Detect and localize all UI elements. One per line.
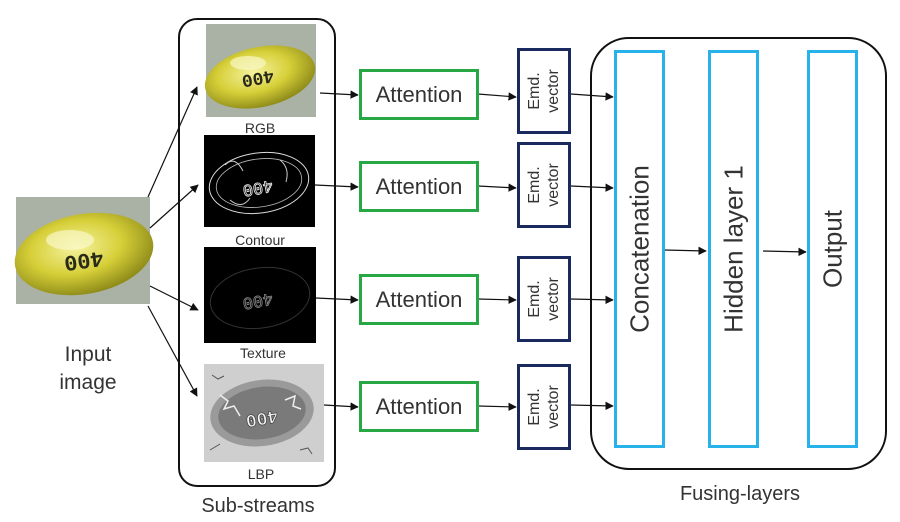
input-fanout-arrows xyxy=(147,86,199,397)
contour-label: Contour xyxy=(235,232,285,248)
fusing-layers-title: Fusing-layers xyxy=(679,483,801,505)
fusing-internal-arrows xyxy=(663,246,807,257)
emd-vector-texture: Emd.vector xyxy=(517,256,571,342)
concatenation-layer: Concatenation xyxy=(614,50,665,448)
fusing-layers-container xyxy=(590,37,887,470)
attention-block-contour: Attention xyxy=(359,161,479,212)
lbp-label: LBP xyxy=(247,466,275,482)
input-image-caption: Input image xyxy=(59,343,117,394)
input-image: 400 xyxy=(14,197,154,304)
substreams-container xyxy=(178,18,336,487)
emd-vector-contour: Emd.vector xyxy=(517,142,571,228)
rgb-thumbnail: 400 xyxy=(204,24,316,117)
hidden-layer-1: Hidden layer 1 xyxy=(708,50,759,448)
attention-block-texture: Attention xyxy=(359,274,479,325)
emd-vector-rgb: Emd.vector xyxy=(517,48,571,134)
emd-vector-lbp: Emd.vector xyxy=(517,364,571,450)
attention-block-lbp: Attention xyxy=(359,381,479,432)
stream-to-attention-arrows xyxy=(314,90,359,411)
output-layer: Output xyxy=(807,50,858,448)
lbp-thumbnail: 400 xyxy=(204,364,324,462)
input-capsule-marking: 400 xyxy=(62,244,105,274)
texture-label: Texture xyxy=(240,345,286,361)
attention-block-rgb: Attention xyxy=(359,69,479,120)
texture-thumbnail: 400 xyxy=(204,247,316,343)
rgb-label: RGB xyxy=(244,120,276,136)
contour-thumbnail: 400 xyxy=(204,135,315,227)
substreams-title: Sub-streams xyxy=(201,495,315,517)
attention-to-emd-arrows xyxy=(477,92,517,411)
